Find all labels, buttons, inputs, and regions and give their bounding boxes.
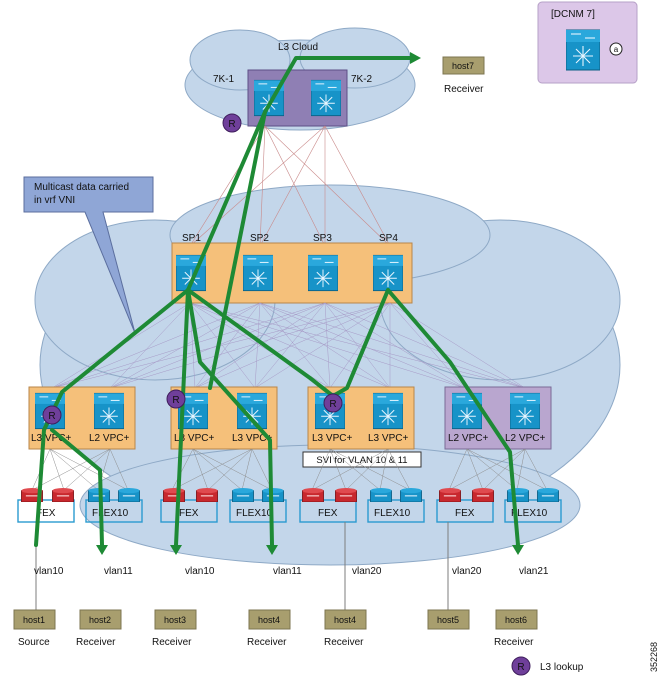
host-boxes	[13, 609, 538, 630]
spine-box	[171, 242, 413, 304]
pod-label: L3 VPC+	[31, 433, 71, 444]
vlan-label: vlan21	[519, 566, 549, 577]
vlan-label: vlan11	[273, 566, 302, 577]
host-role: Receiver	[324, 637, 364, 648]
leaf-switch-icon	[452, 392, 482, 430]
spine-switch-icon	[373, 254, 403, 292]
vlan-label: vlan10	[185, 566, 215, 577]
r-marker-label: R	[228, 119, 235, 130]
leaf-fex-links	[31, 448, 548, 491]
r-marker: R	[323, 393, 343, 413]
pod-label: L2 VPC+	[505, 433, 545, 444]
r-marker-label: R	[329, 399, 336, 410]
core-spine-links	[189, 125, 391, 247]
figure-id: 352268	[649, 642, 659, 672]
multicast-path	[34, 56, 520, 547]
pod-label: L3 VPC+	[368, 433, 408, 444]
host-name: host5	[437, 615, 459, 625]
fex-label: FEX	[318, 508, 338, 519]
r-marker: R	[222, 113, 242, 133]
host-role: Receiver	[247, 637, 287, 648]
switch-icon	[566, 29, 600, 71]
r-marker-label: R	[48, 411, 55, 422]
host-role: Receiver	[152, 637, 192, 648]
callout-line1: Multicast data carried	[34, 182, 129, 193]
r-marker-label: R	[172, 395, 179, 406]
fex-label: FEX	[36, 508, 56, 519]
core-switch-7k2-icon	[311, 79, 341, 117]
legend-badge-marker	[609, 42, 623, 56]
callout-box	[23, 176, 154, 334]
host-name: host1	[23, 615, 45, 625]
vlan-label: vlan20	[352, 566, 382, 577]
fex-label: FLEX10	[236, 508, 273, 519]
fex-label: FEX	[455, 508, 475, 519]
leaf-switch-icon	[510, 392, 540, 430]
fex-row	[17, 488, 562, 523]
host-role: Source	[18, 637, 50, 648]
core-right-label: 7K-2	[351, 74, 373, 85]
dcnm-legend-title: [DCNM 7]	[551, 9, 595, 20]
leaf-switch-icon	[94, 392, 124, 430]
leaf-switch-icon	[373, 392, 403, 430]
spine-switch-icon	[243, 254, 273, 292]
host-name: host3	[164, 615, 186, 625]
spine-switch-icon	[308, 254, 338, 292]
host-name: host4	[258, 615, 280, 625]
vlan-label: vlan10	[34, 566, 64, 577]
host-role: Receiver	[76, 637, 116, 648]
fex-label: FLEX10	[511, 508, 548, 519]
spine-label: SP1	[182, 233, 201, 244]
fex-label: FLEX10	[92, 508, 129, 519]
fex-label: FEX	[179, 508, 199, 519]
fex-label: FLEX10	[374, 508, 411, 519]
host7-role: Receiver	[444, 84, 484, 95]
legend-badge-label: a	[614, 45, 619, 54]
callout-line2: in vrf VNI	[34, 195, 75, 206]
pod-label: L2 VPC+	[448, 433, 488, 444]
host-role: Receiver	[494, 637, 534, 648]
host-name: host4	[334, 615, 356, 625]
host7-box	[442, 56, 485, 75]
legend-text: L3 lookup	[540, 662, 584, 673]
pod-label: L2 VPC+	[89, 433, 129, 444]
host-name: host2	[89, 615, 111, 625]
l3-cloud-title: L3 Cloud	[278, 42, 318, 53]
pod-label: L3 VPC+	[232, 433, 272, 444]
r-marker: R	[166, 389, 186, 409]
path-arrowheads	[96, 52, 524, 555]
spine-label: SP4	[379, 233, 398, 244]
legend-r-marker	[511, 656, 531, 676]
r-marker: R	[42, 405, 62, 425]
host7-name: host7	[452, 61, 474, 71]
vlan-label: vlan11	[104, 566, 133, 577]
pod-label: L3 VPC+	[312, 433, 352, 444]
pod-label: L3 VPC+	[174, 433, 214, 444]
vlan-label: vlan20	[452, 566, 482, 577]
svi-note: SVI for VLAN 10 & 11	[316, 455, 407, 466]
spine-label: SP3	[313, 233, 332, 244]
spine-label: SP2	[250, 233, 269, 244]
core-left-label: 7K-1	[213, 74, 235, 85]
legend-r-label: R	[517, 662, 524, 673]
host-name: host6	[505, 615, 527, 625]
